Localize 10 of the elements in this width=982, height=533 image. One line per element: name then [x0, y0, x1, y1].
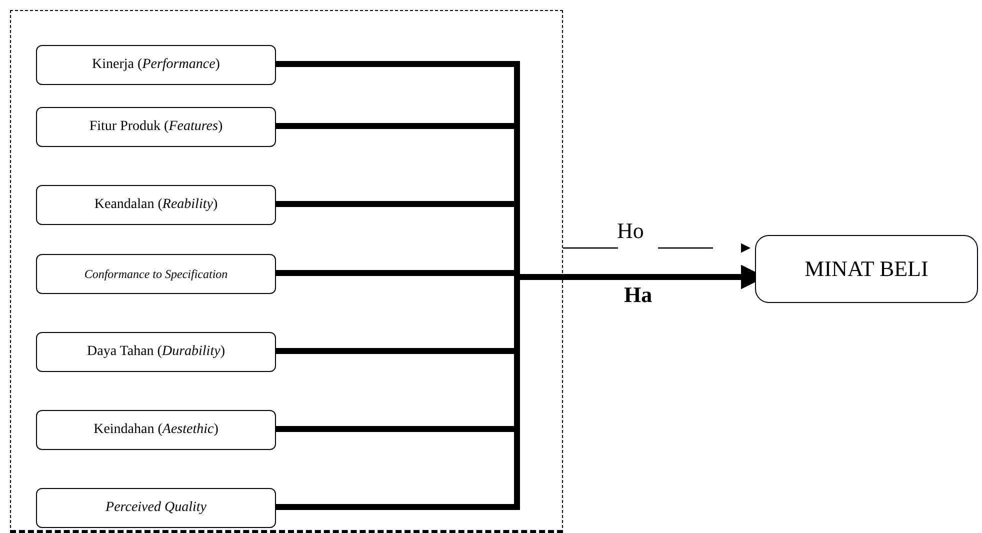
dimension-box: Keandalan (Reability): [36, 185, 276, 225]
dimension-box: Fitur Produk (Features): [36, 107, 276, 147]
dimension-box: Conformance to Specification: [36, 254, 276, 294]
dimension-box: Kinerja (Performance): [36, 45, 276, 85]
outcome-box: MINAT BELI: [755, 235, 978, 303]
dimension-box: Keindahan (Aestethic): [36, 410, 276, 450]
dashed-group-frame: [10, 10, 563, 533]
dimension-box: Perceived Quality: [36, 488, 276, 528]
connector-arrow: [563, 243, 751, 253]
dimension-box: Daya Tahan (Durability): [36, 332, 276, 372]
